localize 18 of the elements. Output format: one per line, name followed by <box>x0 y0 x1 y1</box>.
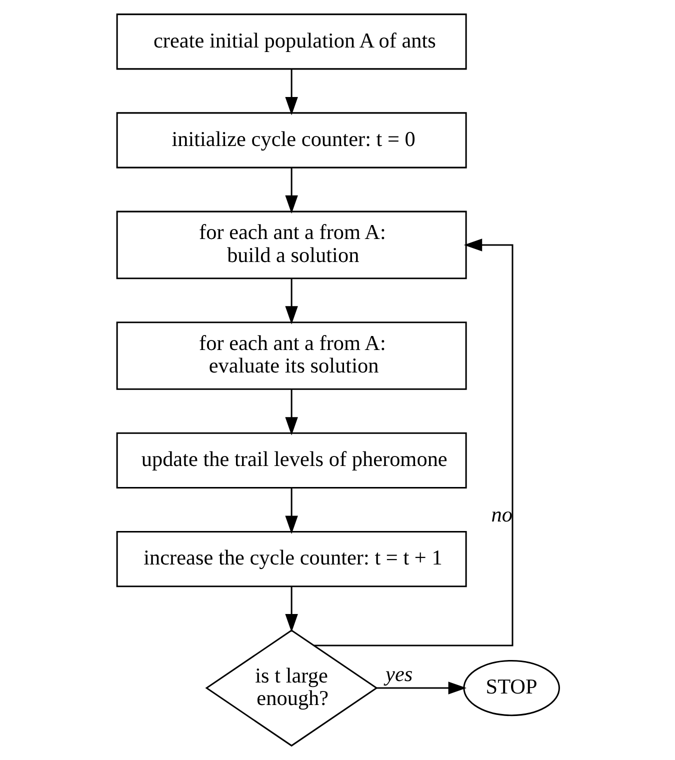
node-box: update the trail levels of pheromone <box>116 432 466 488</box>
node-box: for each ant a from A: evaluate its solution <box>116 322 466 390</box>
arrow <box>284 69 298 116</box>
arrow <box>284 278 298 324</box>
arrow <box>284 168 298 214</box>
edge-label: no <box>490 502 512 527</box>
arrow <box>284 586 298 632</box>
node-diamond: is t large enough? <box>204 629 378 747</box>
node-ellipse: STOP <box>462 660 560 716</box>
node-box: increase the cycle counter: t = t + 1 <box>116 530 466 588</box>
edge-label: yes <box>385 662 412 686</box>
node-box: create initial population A of ants <box>116 14 466 70</box>
node-box: for each ant a from A: build a solution <box>116 210 466 280</box>
arrow <box>376 682 466 694</box>
arrow <box>313 238 513 646</box>
arrow <box>284 488 298 534</box>
arrow <box>284 389 298 436</box>
node-box: initialize cycle counter: t = 0 <box>116 112 466 168</box>
